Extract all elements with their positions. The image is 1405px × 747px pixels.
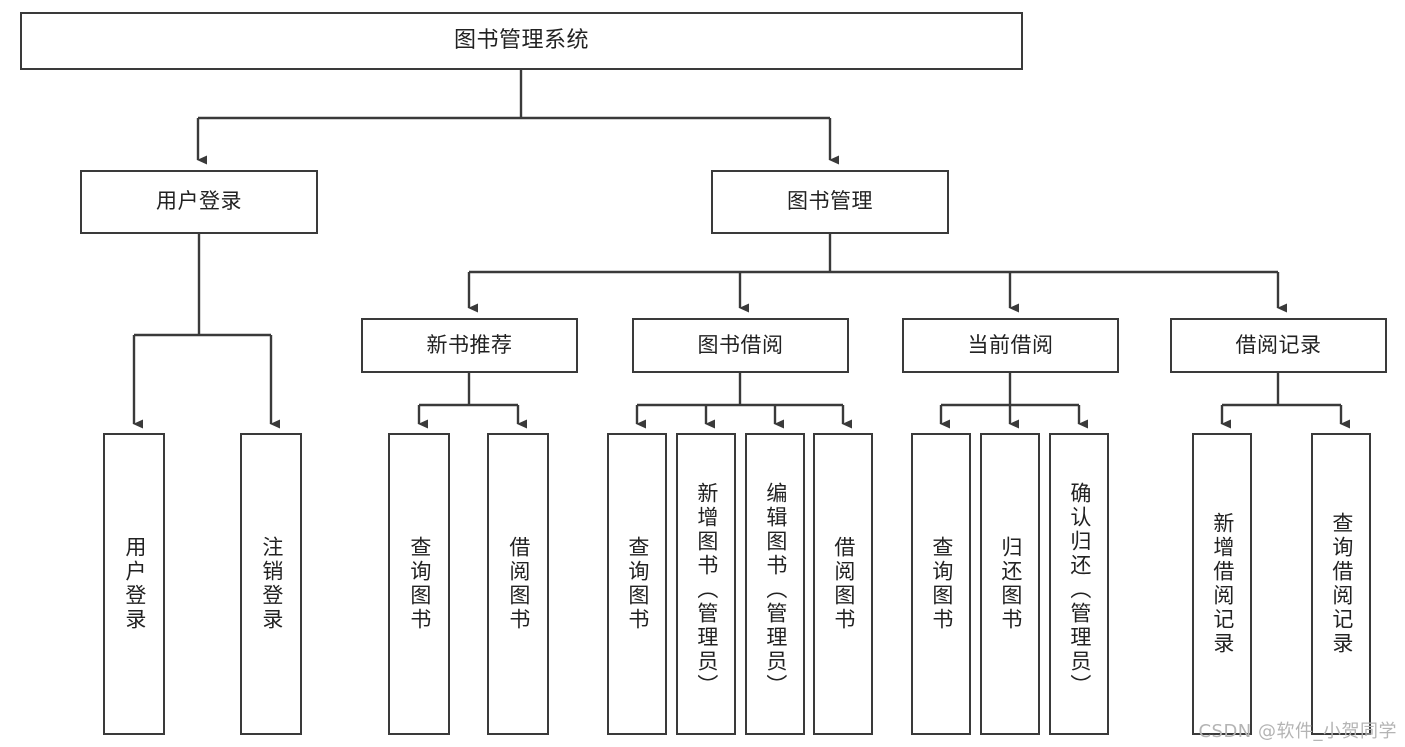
leaf-logout[interactable]: 注销登录: [240, 433, 302, 735]
node-label: 用户登录: [122, 536, 147, 632]
leaf-borrow-query-book[interactable]: 查询图书: [607, 433, 667, 735]
node-label: 新增借阅记录: [1210, 512, 1235, 656]
leaf-recommend-borrow-book[interactable]: 借阅图书: [487, 433, 549, 735]
node-label: 查询图书: [407, 536, 432, 632]
leaf-borrow-add-book-admin[interactable]: 新增图书（管理员）: [676, 433, 736, 735]
node-current-borrow[interactable]: 当前借阅: [902, 318, 1119, 373]
leaf-borrow-borrow-book[interactable]: 借阅图书: [813, 433, 873, 735]
leaf-user-login[interactable]: 用户登录: [103, 433, 165, 735]
leaf-current-confirm-return-admin[interactable]: 确认归还（管理员）: [1049, 433, 1109, 735]
leaf-recommend-query-book[interactable]: 查询图书: [388, 433, 450, 735]
leaf-current-return-book[interactable]: 归还图书: [980, 433, 1040, 735]
node-label: 注销登录: [259, 536, 284, 632]
node-label: 借阅图书: [506, 536, 531, 632]
node-label: 新增图书（管理员）: [694, 482, 719, 698]
node-label: 新书推荐: [426, 332, 513, 357]
node-label: 当前借阅: [967, 332, 1054, 357]
node-label: 图书管理系统: [453, 27, 589, 53]
node-label: 用户登录: [156, 189, 242, 214]
node-book-borrow[interactable]: 图书借阅: [632, 318, 849, 373]
leaf-record-add-record[interactable]: 新增借阅记录: [1192, 433, 1252, 735]
node-label: 图书管理: [787, 189, 873, 214]
node-borrow-record[interactable]: 借阅记录: [1170, 318, 1387, 373]
node-label: 图书借阅: [697, 332, 784, 357]
csdn-watermark: CSDN @软件_小贺同学: [1198, 721, 1397, 742]
node-label: 查询借阅记录: [1329, 512, 1354, 656]
node-new-book-recommend[interactable]: 新书推荐: [361, 318, 578, 373]
node-root-system[interactable]: 图书管理系统: [20, 12, 1023, 70]
node-label: 查询图书: [625, 536, 650, 632]
leaf-current-query-book[interactable]: 查询图书: [911, 433, 971, 735]
node-label: 编辑图书（管理员）: [763, 482, 788, 698]
node-label: 归还图书: [998, 536, 1023, 632]
node-label: 查询图书: [929, 536, 954, 632]
node-label: 借阅图书: [831, 536, 856, 632]
leaf-record-query-record[interactable]: 查询借阅记录: [1311, 433, 1371, 735]
node-book-management[interactable]: 图书管理: [711, 170, 949, 234]
node-label: 确认归还（管理员）: [1067, 482, 1092, 698]
leaf-borrow-edit-book-admin[interactable]: 编辑图书（管理员）: [745, 433, 805, 735]
node-label: 借阅记录: [1235, 332, 1322, 357]
node-user-login[interactable]: 用户登录: [80, 170, 318, 234]
